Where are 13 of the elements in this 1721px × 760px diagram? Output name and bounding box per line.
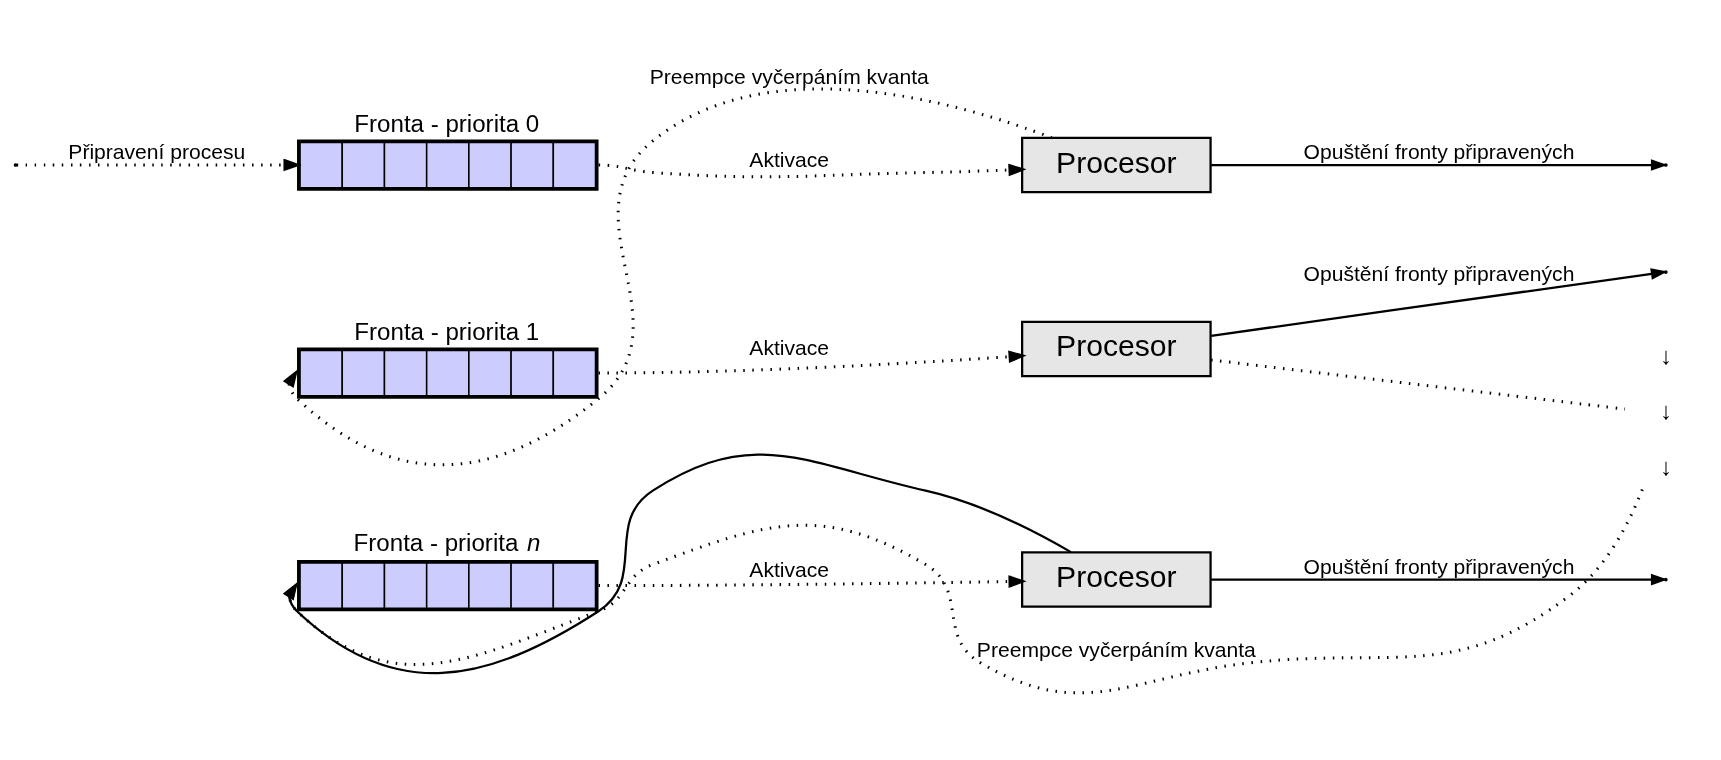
node-label: Fronta - priorita 1 — [354, 317, 540, 345]
edge-label: Opuštění fronty připravených — [1303, 262, 1575, 286]
edge-label: Opuštění fronty připravených — [1303, 554, 1575, 578]
edge-label: Opuštění fronty připravených — [1303, 140, 1575, 164]
node-label: Fronta - priorita n — [353, 528, 541, 556]
edge-label: Aktivace — [749, 147, 830, 171]
edge-label: Preempce vyčerpáním kvanta — [649, 64, 929, 88]
edge-label: Aktivace — [749, 336, 830, 360]
edge-label: Připravení procesu — [68, 140, 246, 164]
edge-label: Preempce vyčerpáním kvanta — [976, 637, 1256, 661]
edge-label: Aktivace — [749, 557, 830, 581]
node-label: Fronta - priorita 0 — [354, 109, 540, 137]
node-text: ↓ ↓ ↓ — [1659, 341, 1672, 481]
